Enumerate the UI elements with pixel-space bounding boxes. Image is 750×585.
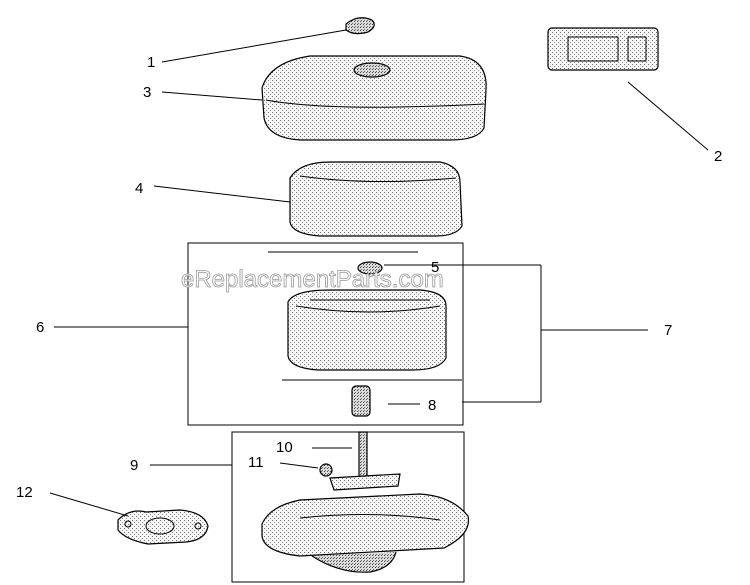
watermark-text: eReplacementParts.com: [181, 266, 444, 293]
part-10-stud: [329, 431, 401, 491]
part-3-cover: [261, 55, 487, 141]
callout-6: 6: [36, 319, 44, 336]
callout-1: 1: [147, 54, 155, 71]
callout-7: 7: [664, 322, 672, 339]
part-1-knob: [345, 17, 375, 35]
part-5-nut: [357, 261, 383, 275]
part-4-precleaner: [289, 161, 463, 237]
callout-numbers: 1 2 3 4 5 6 7 8 9 10 11 12: [16, 54, 722, 501]
part-11-screw: [319, 463, 333, 477]
part-8-sleeve: [351, 385, 371, 417]
bracket-6-group: [187, 242, 464, 426]
bracket-7: [384, 264, 648, 403]
part-2-decal: [547, 27, 659, 71]
callout-10: 10: [276, 439, 293, 456]
part-12-gasket: [117, 509, 209, 545]
callout-12: 12: [16, 484, 33, 501]
callout-9: 9: [130, 457, 138, 474]
part-9-base: [261, 493, 470, 573]
callout-5: 5: [431, 259, 439, 276]
callout-8: 8: [428, 397, 436, 414]
callout-4: 4: [135, 180, 143, 197]
leader-lines: [49, 29, 709, 517]
callout-3: 3: [143, 84, 151, 101]
callout-2: 2: [714, 148, 722, 165]
part-6-filter-element: [287, 289, 447, 371]
callout-11: 11: [248, 454, 264, 471]
bracket-9-group: [231, 431, 465, 583]
